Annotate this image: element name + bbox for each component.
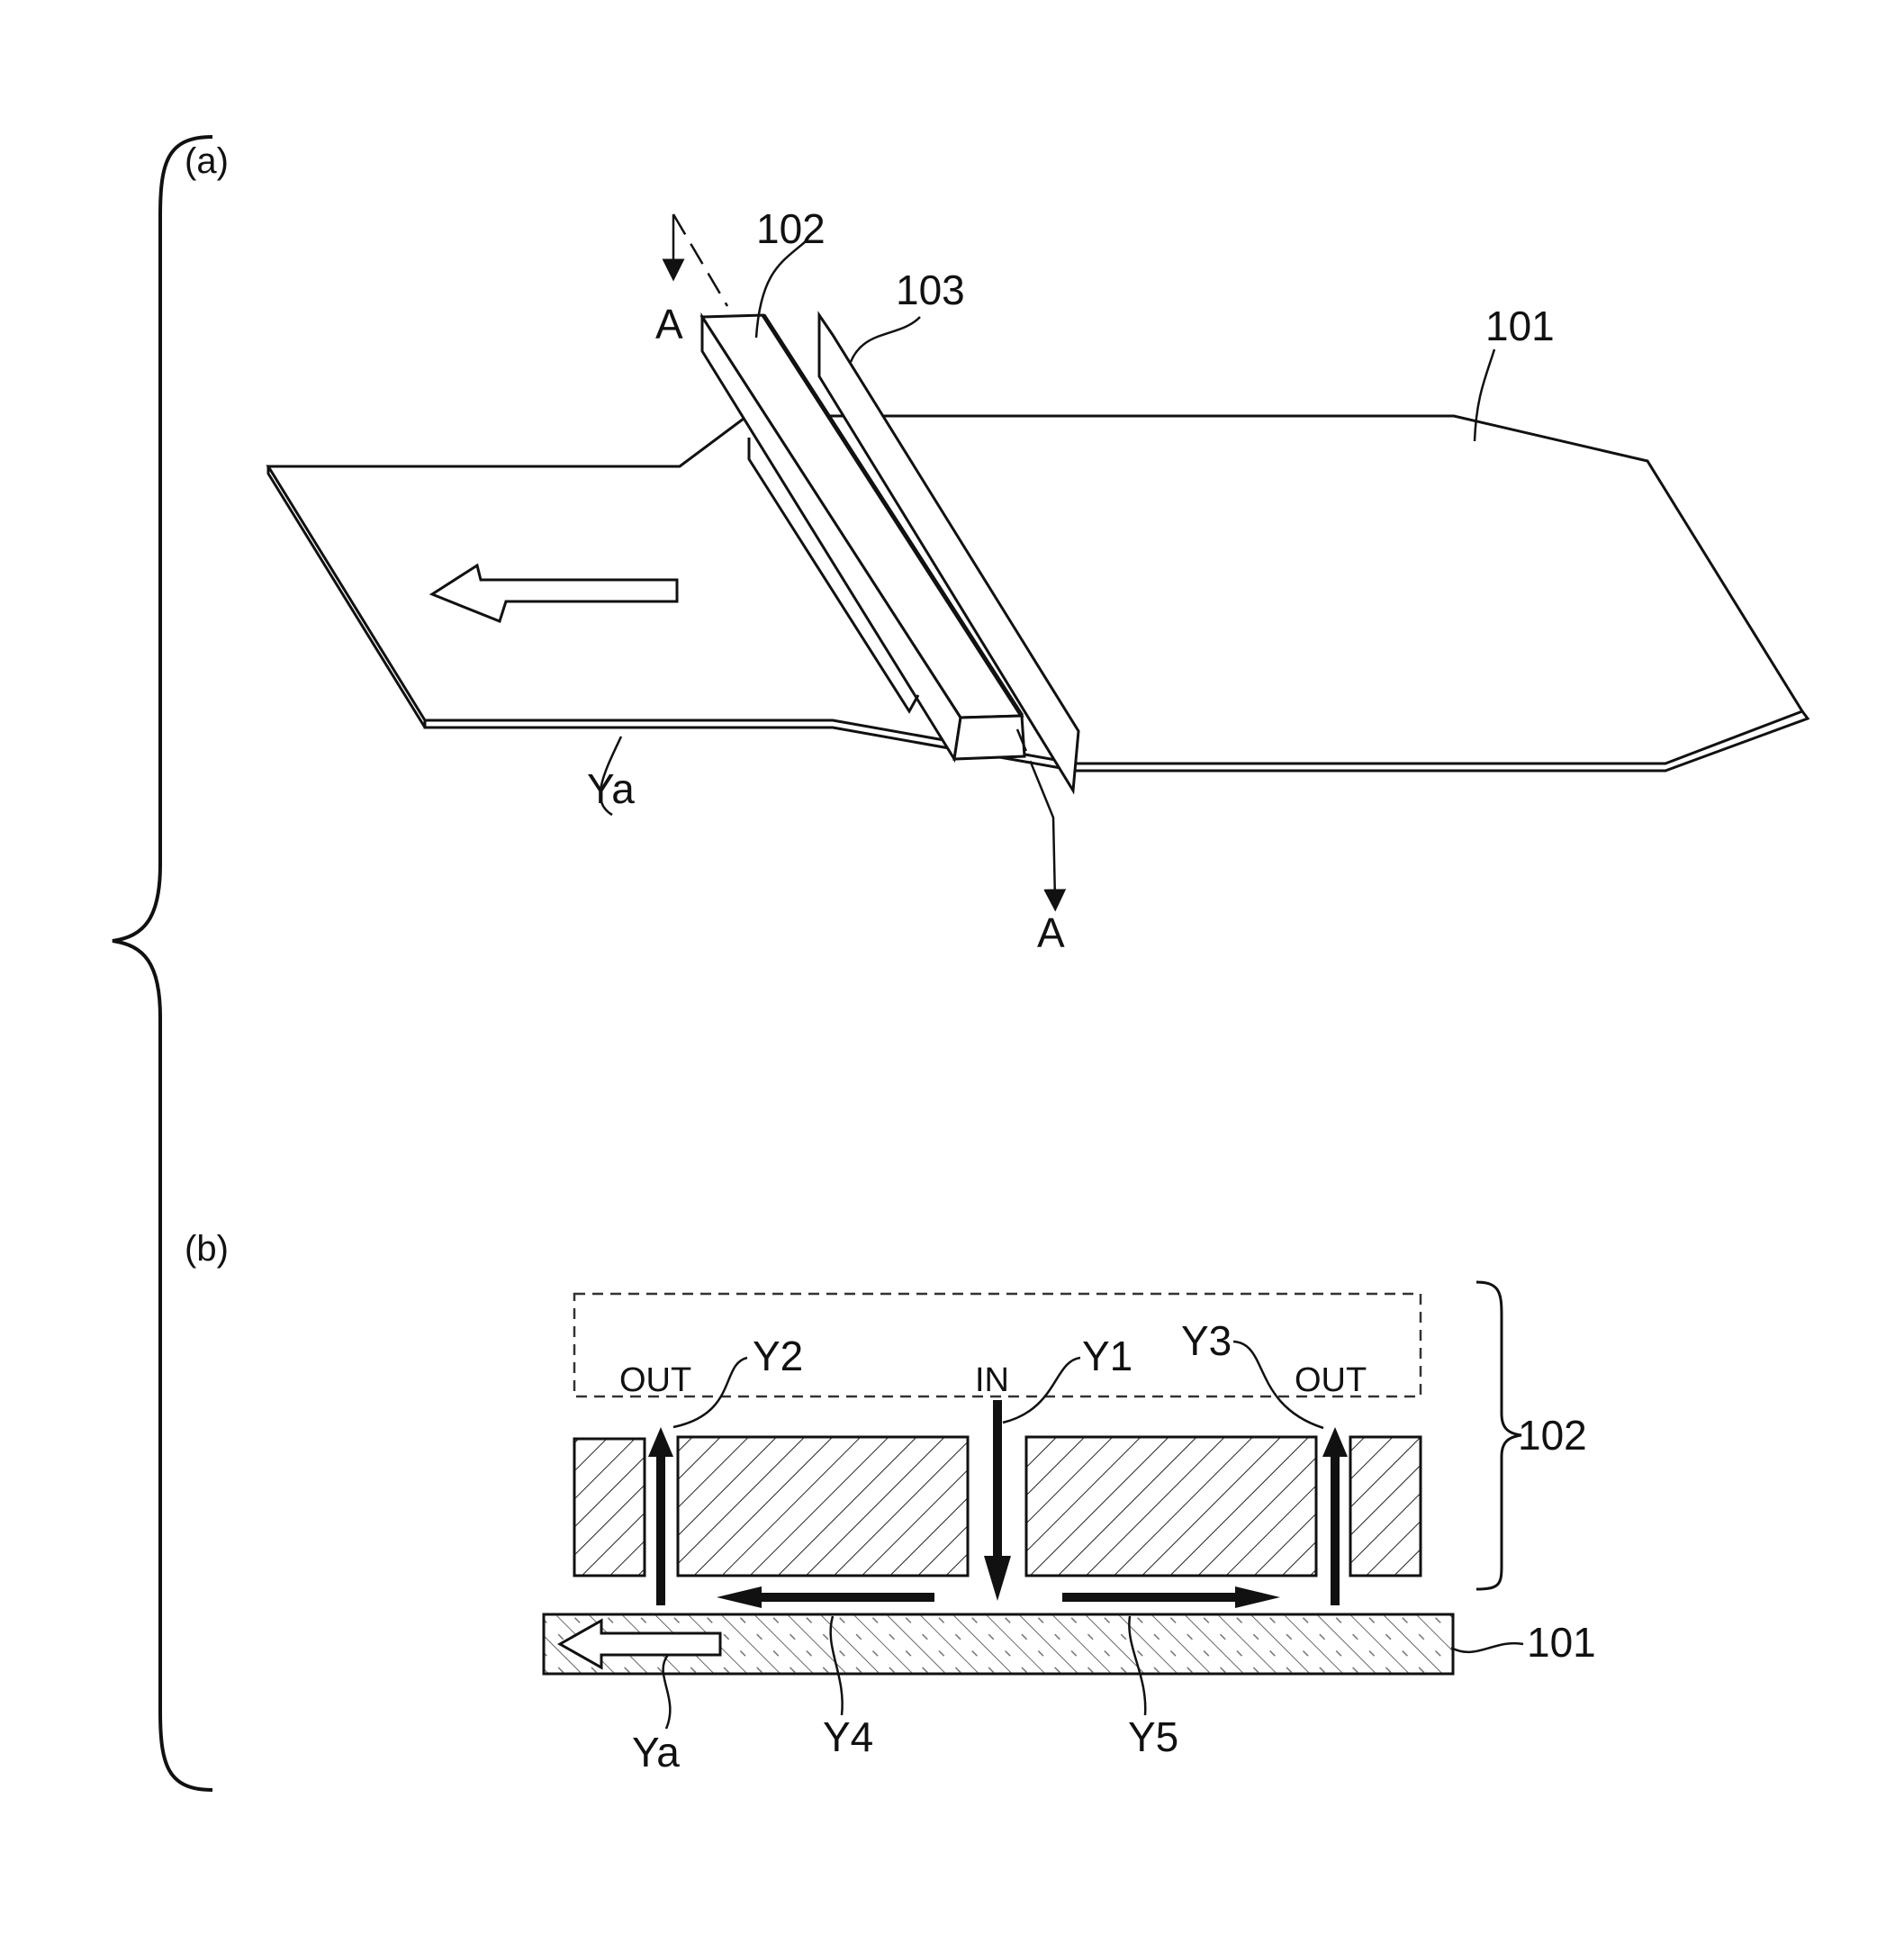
in-label: IN (975, 1361, 1009, 1399)
panel-b-label: (b) (185, 1229, 229, 1269)
ref-101-label-b: 101 (1527, 1619, 1596, 1666)
y2-label: Y2 (753, 1333, 803, 1379)
y1-label: Y1 (1082, 1333, 1132, 1379)
head-block-center-left (678, 1437, 968, 1576)
ref-ya-label: Ya (587, 765, 635, 812)
ref-103-label: 103 (896, 267, 965, 313)
y4-label: Y4 (823, 1713, 873, 1760)
y5-label: Y5 (1128, 1713, 1178, 1760)
head-brace (1476, 1282, 1521, 1589)
out-right-label: OUT (1295, 1361, 1367, 1399)
ref-101-label: 101 (1485, 303, 1555, 349)
panel-a: (a) A A (185, 141, 1808, 956)
ref-102-label: 102 (756, 205, 826, 252)
figure-brace (113, 137, 212, 1790)
head-block-center-right (1026, 1437, 1316, 1576)
head-block-left (574, 1439, 645, 1576)
panel-a-label: (a) (185, 141, 229, 181)
section-a-bottom-label: A (1037, 909, 1065, 956)
section-a-top-label: A (655, 301, 683, 348)
ya-label-b: Ya (632, 1729, 680, 1776)
y3-label: Y3 (1181, 1317, 1232, 1364)
ref-102-label-b: 102 (1518, 1412, 1587, 1459)
head-block-right (1350, 1437, 1421, 1576)
panel-b: (b) (185, 1229, 1596, 1776)
out-left-label: OUT (619, 1361, 691, 1399)
